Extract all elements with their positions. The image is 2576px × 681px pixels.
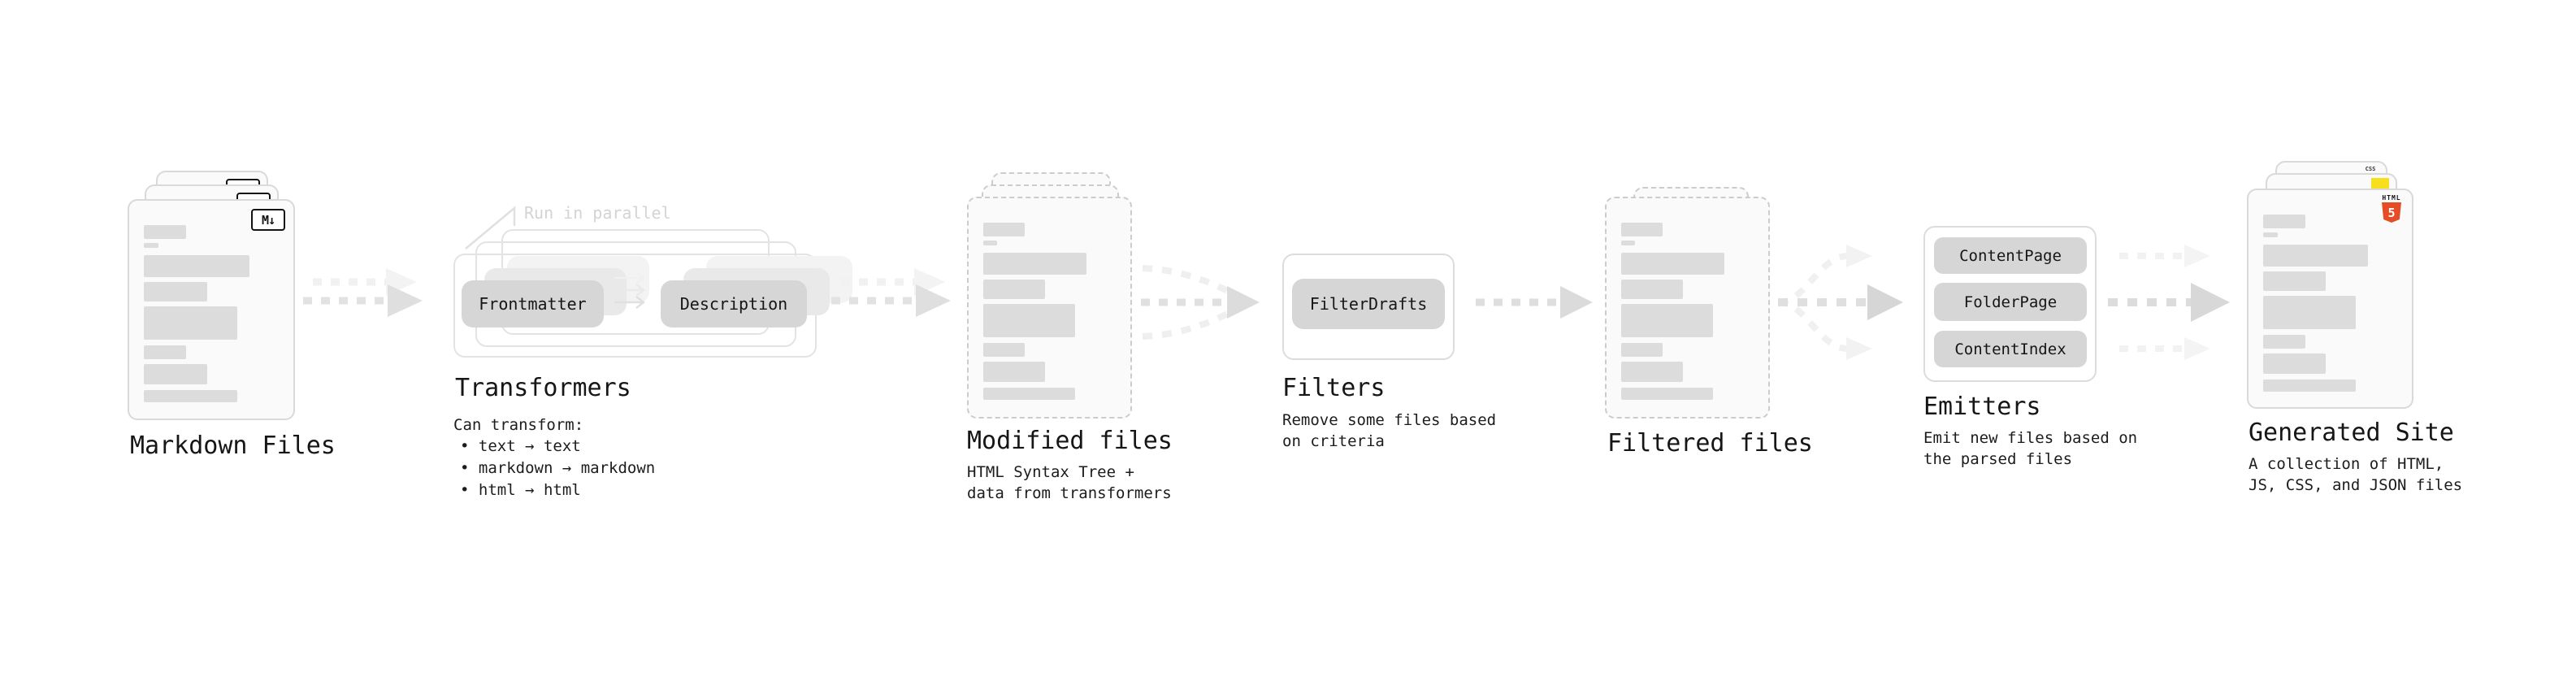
content-bar — [1621, 304, 1713, 337]
frontmatter-transformer: Frontmatter — [462, 280, 604, 327]
description-transformer: Description — [661, 280, 807, 327]
transformers-label: Transformers — [455, 374, 631, 402]
content-bar — [2263, 232, 2278, 237]
content-bar — [983, 362, 1046, 382]
content-bar — [2263, 296, 2357, 329]
desc-line: A collection of HTML, — [2249, 455, 2444, 473]
content-bar — [1621, 241, 1636, 245]
emitters-label: Emitters — [1923, 393, 2041, 421]
content-bar — [1621, 388, 1713, 400]
content-bar — [144, 345, 186, 359]
content-bar — [983, 253, 1087, 275]
doc-placeholder-lines — [144, 225, 275, 402]
js-logo-icon — [2371, 178, 2389, 189]
markdown-logo-text: M↓ — [261, 212, 275, 228]
transform-bullet: • markdown → markdown — [460, 459, 656, 477]
html5-logo-word: HTML — [2382, 194, 2401, 202]
run-in-parallel-annotation: Run in parallel — [524, 203, 671, 223]
filterdrafts-filter: FilterDrafts — [1292, 279, 1445, 329]
desc-line: JS, CSS, and JSON files — [2249, 476, 2463, 494]
markdown-logo-icon: M↓ — [251, 209, 285, 231]
parallel-arrows-icon — [614, 271, 646, 309]
modified-files-label: Modified files — [967, 427, 1173, 455]
desc-line: Remove some files based — [1282, 411, 1497, 429]
doc-placeholder-lines — [2263, 215, 2394, 392]
content-bar — [2263, 271, 2327, 291]
filtered-files-label: Filtered files — [1607, 429, 1813, 458]
html5-logo-icon: HTML 5 — [2381, 194, 2402, 223]
desc-line: on criteria — [1282, 432, 1385, 450]
markdown-file-card-front: M↓ — [128, 199, 295, 420]
desc-line: HTML Syntax Tree + — [967, 463, 1134, 481]
emitters-description: Emit new files based on the parsed files — [1923, 427, 2137, 470]
desc-line: the parsed files — [1923, 450, 2073, 468]
annotation-leader-line — [465, 206, 516, 249]
folderpage-emitter: FolderPage — [1934, 283, 2087, 321]
content-bar — [2263, 354, 2327, 374]
transform-bullet: • text → text — [460, 437, 581, 455]
filters-label: Filters — [1282, 374, 1386, 402]
content-bar — [144, 243, 158, 248]
doc-placeholder-lines — [1621, 223, 1750, 400]
contentpage-emitter: ContentPage — [1934, 237, 2087, 274]
filtered-file-card-front — [1605, 197, 1770, 419]
generated-site-description: A collection of HTML, JS, CSS, and JSON … — [2249, 453, 2462, 496]
arrow-filters-to-filtered — [1476, 286, 1593, 319]
content-bar — [983, 343, 1025, 357]
content-bar — [983, 280, 1046, 299]
css-logo-text: CSS — [2365, 166, 2376, 172]
content-bar — [144, 255, 249, 277]
modified-file-card-front — [967, 197, 1132, 419]
emitters-container — [1923, 226, 2097, 382]
arrow-modified-to-filters — [1141, 265, 1260, 340]
arrow-transformers-to-modified — [831, 268, 951, 317]
content-bar — [2263, 245, 2368, 267]
content-bar — [983, 304, 1075, 337]
filters-description: Remove some files based on criteria — [1282, 410, 1496, 452]
content-bar — [983, 388, 1075, 400]
content-bar — [144, 390, 238, 402]
content-bar — [144, 364, 207, 384]
content-bar — [1621, 280, 1684, 299]
arrow-markdown-to-transformers — [303, 268, 423, 317]
contentindex-emitter: ContentIndex — [1934, 331, 2087, 367]
content-bar — [2263, 215, 2305, 228]
desc-line: data from transformers — [967, 484, 1172, 502]
content-bar — [144, 225, 186, 239]
content-bar — [1621, 253, 1725, 275]
generated-file-card-front: HTML 5 — [2247, 189, 2413, 409]
transformers-intro: Can transform: — [453, 416, 584, 434]
content-bar — [2263, 335, 2305, 349]
generated-site-label: Generated Site — [2249, 419, 2454, 447]
modified-files-description: HTML Syntax Tree + data from transformer… — [967, 462, 1172, 504]
html5-logo-number: 5 — [2387, 205, 2396, 220]
markdown-files-label: Markdown Files — [130, 432, 336, 460]
content-bar — [1621, 343, 1663, 357]
arrow-filtered-to-emitters — [1777, 245, 1903, 360]
content-bar — [1621, 362, 1684, 382]
doc-placeholder-lines — [983, 223, 1112, 400]
content-bar — [983, 241, 998, 245]
content-bar — [144, 306, 238, 340]
content-bar — [1621, 223, 1663, 236]
transform-bullet: • html → html — [460, 481, 581, 499]
arrow-emitters-to-generated — [2108, 245, 2230, 360]
html5-logo-shield: 5 — [2382, 202, 2401, 223]
content-bar — [2263, 380, 2357, 392]
transformers-capabilities-list: • text → text • markdown → markdown • ht… — [453, 436, 655, 501]
desc-line: Emit new files based on — [1923, 429, 2138, 447]
content-bar — [983, 223, 1025, 236]
content-bar — [144, 282, 207, 301]
filters-container — [1282, 254, 1455, 360]
